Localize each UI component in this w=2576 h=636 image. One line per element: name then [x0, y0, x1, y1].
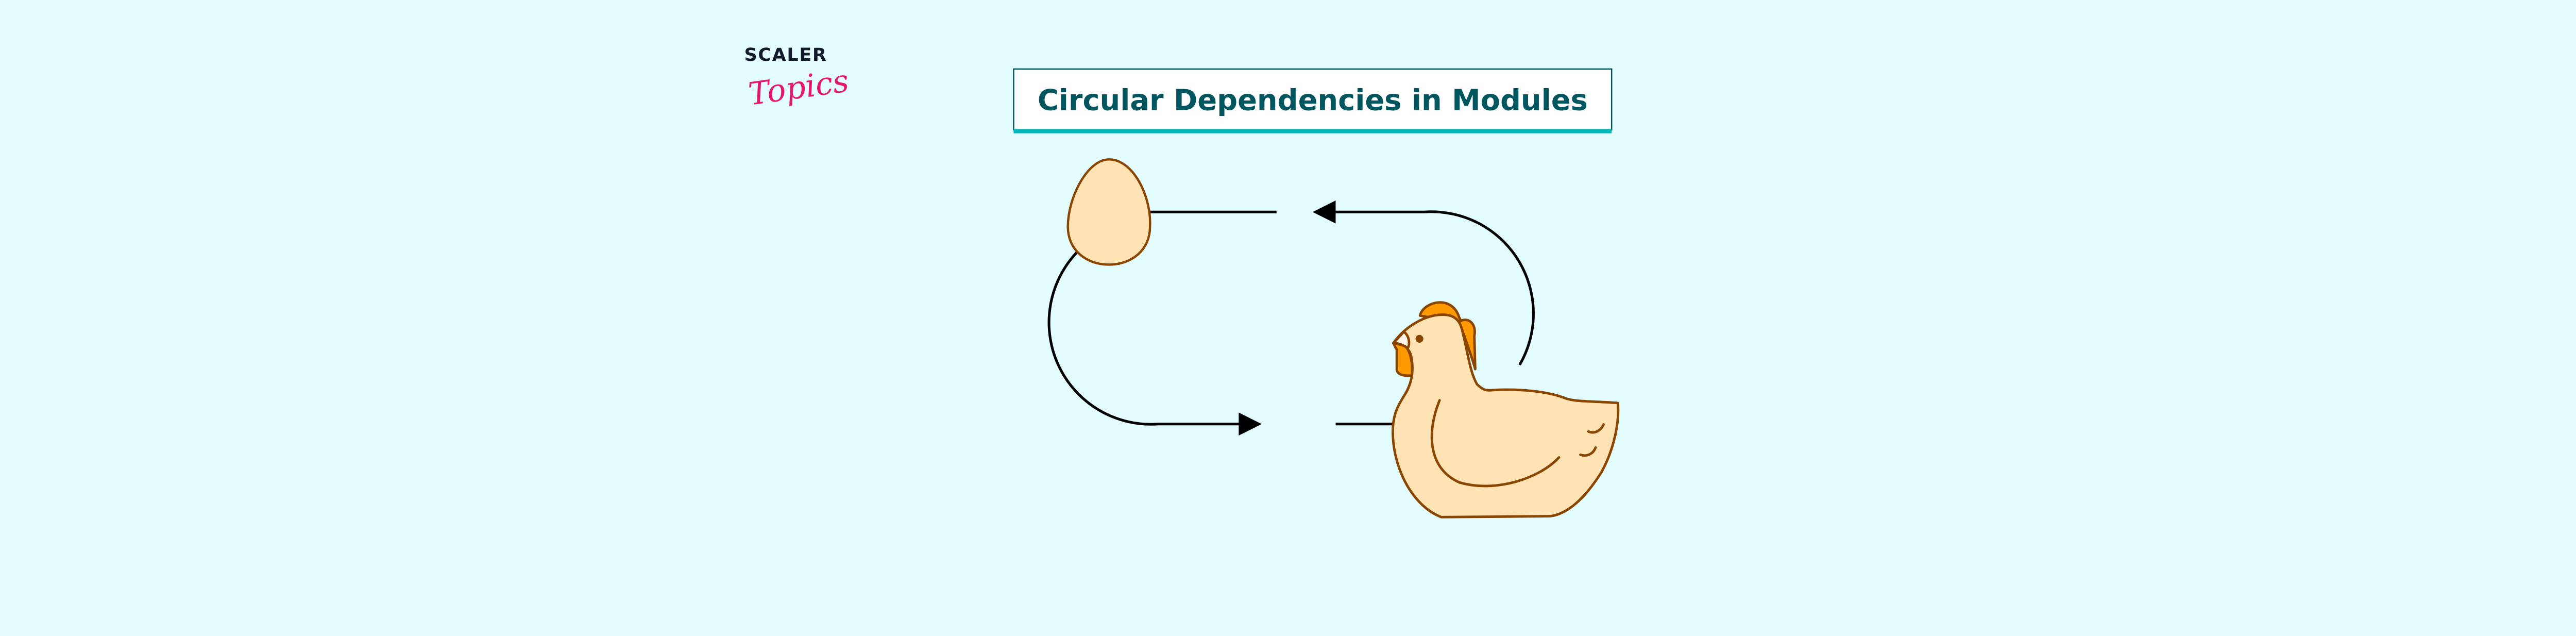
diagram-canvas: SCALER Topics Circular Dependencies in M…: [744, 44, 1620, 518]
egg-icon: [1066, 158, 1151, 266]
arrow-left-icon: [1312, 200, 1336, 224]
cycle-arrows: [1047, 200, 1535, 436]
logo-top-text: SCALER: [744, 44, 827, 65]
chicken-icon: [1391, 301, 1620, 518]
left-arc: [1047, 248, 1242, 426]
title-box: Circular Dependencies in Modules: [1013, 68, 1613, 133]
arrow-right-icon: [1239, 412, 1262, 436]
page-title: Circular Dependencies in Modules: [1038, 84, 1588, 118]
top-arc: [1335, 210, 1535, 366]
